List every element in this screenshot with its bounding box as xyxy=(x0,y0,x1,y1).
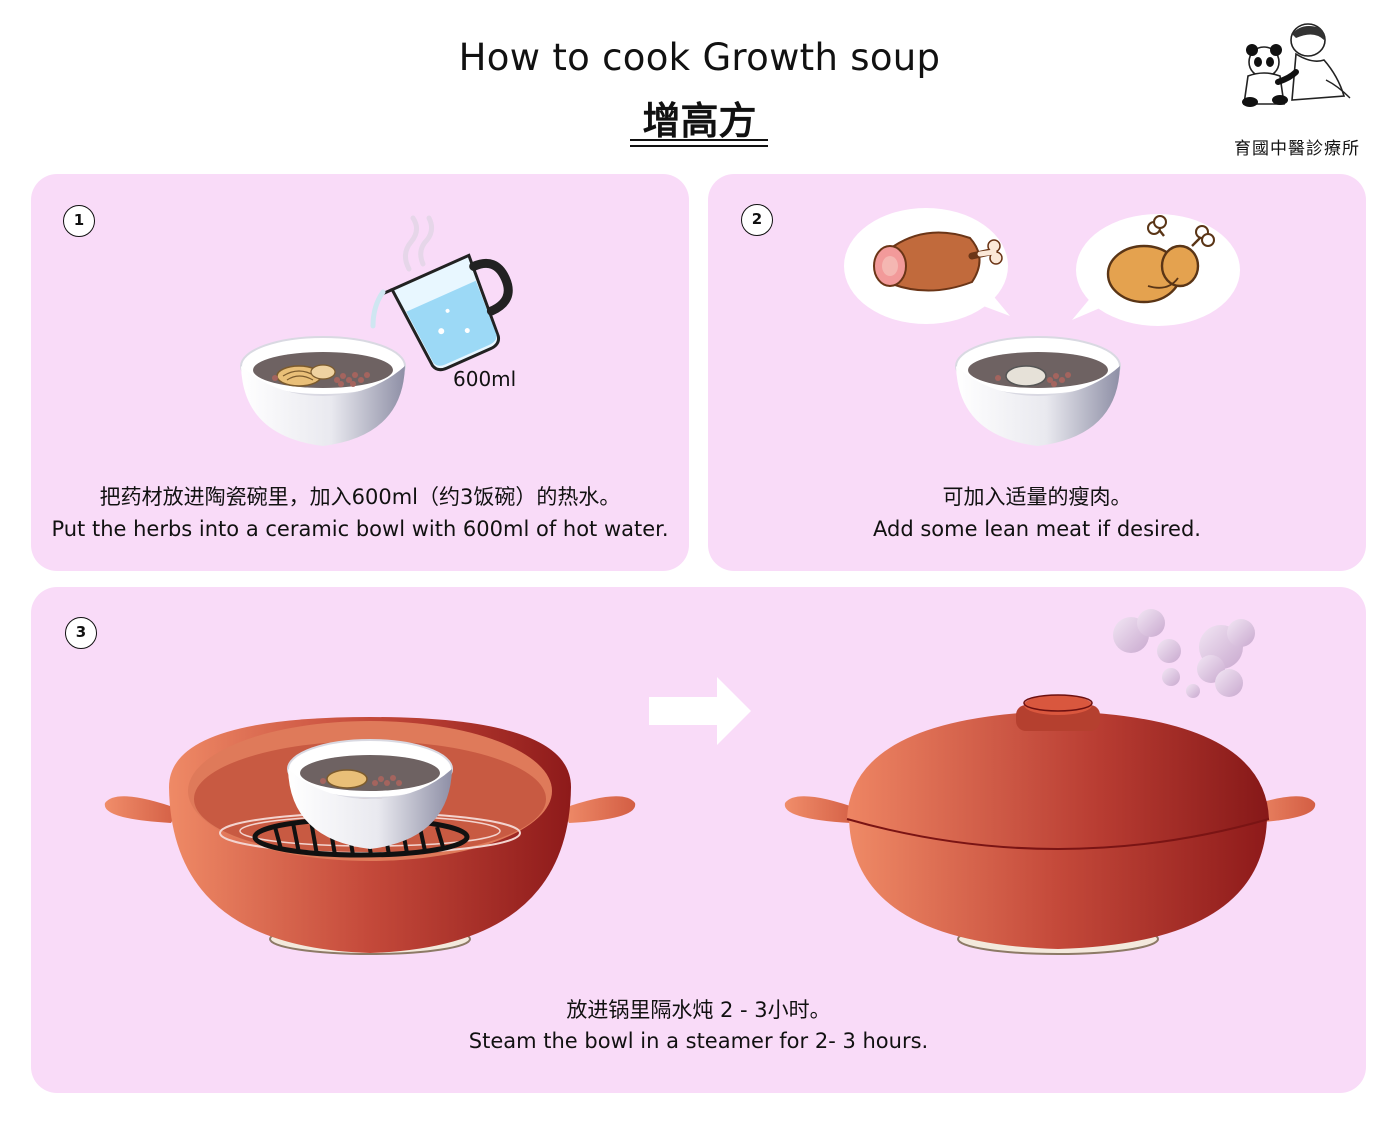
steamer-pot-icon xyxy=(104,717,636,955)
step-number: 1 xyxy=(63,205,95,237)
roast-chicken-icon xyxy=(1106,215,1215,304)
step-2-illustration xyxy=(844,208,1240,446)
step-1-panel: 1 xyxy=(31,174,689,571)
herb-bowl-icon xyxy=(240,336,406,446)
header: How to cook Growth soup 增高方 xyxy=(0,0,1399,170)
lidded-pot-icon xyxy=(784,609,1316,955)
step-number: 2 xyxy=(741,204,773,236)
ham-icon xyxy=(873,231,1003,292)
step-caption-zh: 放进锅里隔水炖 2 - 3小时。 xyxy=(566,998,831,1022)
step-caption-zh: 把药材放进陶瓷碗里，加入600ml（约3饭碗）的热水。 xyxy=(99,485,621,509)
step-caption-zh: 可加入适量的瘦肉。 xyxy=(942,485,1132,509)
measuring-cup-icon xyxy=(382,253,513,372)
step-1-illustration xyxy=(240,215,513,446)
panda-logo-icon xyxy=(1242,23,1351,107)
page-subtitle: 增高方 xyxy=(642,99,757,143)
step-2-panel: 2 xyxy=(708,174,1366,571)
steam-icon xyxy=(403,215,435,272)
arrow-right-icon xyxy=(649,677,751,745)
title-underline xyxy=(630,145,768,147)
clinic-logo: 育國中醫診療所 xyxy=(1212,20,1382,159)
title-underline xyxy=(630,139,768,141)
herb-bowl-icon xyxy=(955,336,1121,446)
step-caption-en: Steam the bowl in a steamer for 2- 3 hou… xyxy=(468,1029,929,1053)
steam-icon xyxy=(1113,609,1255,698)
step-3-panel: 3 xyxy=(31,587,1366,1093)
page-title: How to cook Growth soup xyxy=(458,36,941,79)
clinic-name: 育國中醫診療所 xyxy=(1234,139,1360,159)
step-3-illustration xyxy=(104,609,1316,955)
step-caption-en: Put the herbs into a ceramic bowl with 6… xyxy=(51,517,669,541)
volume-label: 600ml xyxy=(453,367,517,391)
step-number: 3 xyxy=(65,617,97,649)
step-caption-en: Add some lean meat if desired. xyxy=(873,517,1201,541)
herb-bowl-icon xyxy=(287,739,453,849)
